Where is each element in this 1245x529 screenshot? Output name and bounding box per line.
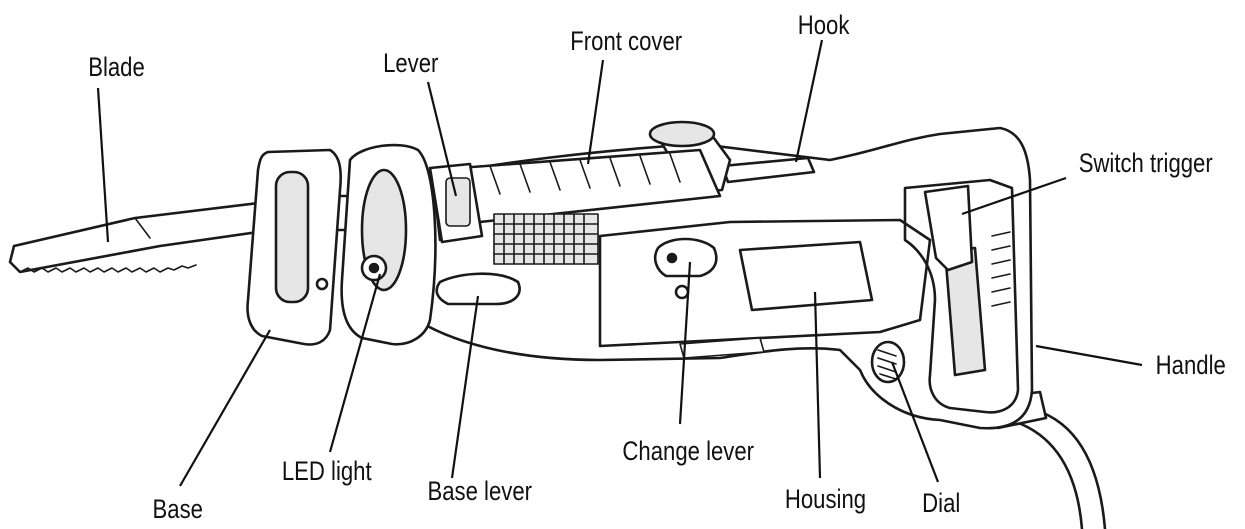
label-led-light: LED light [282, 457, 372, 487]
labels: Blade Lever Front cover Hook Switch trig… [88, 11, 1226, 525]
grip-texture [991, 231, 1011, 307]
cover-ribs [489, 153, 681, 195]
leader-dial [890, 361, 940, 483]
power-cord-edge [1008, 418, 1084, 529]
leader-lever [426, 81, 458, 197]
label-housing: Housing [785, 485, 866, 515]
leader-handle [1035, 344, 1143, 367]
vent-grid [493, 213, 599, 265]
blade-edge-line [134, 217, 151, 239]
label-base: Base [153, 495, 203, 525]
change-lever-pivot [666, 252, 678, 264]
top-knob [648, 120, 716, 148]
label-front-cover: Front cover [570, 27, 682, 57]
leader-base [179, 329, 271, 487]
label-base-lever: Base lever [427, 477, 532, 507]
dial-ridges [877, 349, 897, 380]
blade-teeth [19, 264, 197, 273]
leader-blade [96, 87, 110, 243]
label-dial: Dial [922, 489, 960, 519]
change-lever-screw [674, 284, 690, 300]
label-blade: Blade [88, 53, 145, 83]
saw-illustration [8, 120, 1107, 529]
housing-panel [738, 240, 874, 312]
trigger-shape [923, 184, 974, 272]
led-light-core [368, 262, 380, 274]
blade-shape [8, 196, 302, 274]
leader-change-lever [678, 261, 692, 425]
leader-front-cover [586, 59, 605, 165]
label-hook: Hook [798, 11, 850, 41]
leader-switch-trigger [961, 176, 1067, 216]
leader-housing [813, 291, 822, 479]
bottom-latch [679, 337, 765, 359]
label-handle: Handle [1156, 351, 1226, 381]
label-switch-trigger: Switch trigger [1079, 149, 1213, 179]
base-lever-shape [435, 272, 521, 306]
leader-base-lever [450, 295, 480, 479]
side-cover [598, 218, 932, 348]
label-change-lever: Change lever [622, 437, 754, 467]
shoe-slot [274, 170, 310, 304]
leader-lines [96, 39, 1143, 487]
leader-led-light [328, 273, 382, 453]
leader-hook [794, 39, 824, 163]
shoe-pin [315, 277, 329, 291]
change-lever-shape [653, 237, 718, 278]
label-lever: Lever [383, 49, 438, 79]
lever-inner [445, 177, 471, 227]
